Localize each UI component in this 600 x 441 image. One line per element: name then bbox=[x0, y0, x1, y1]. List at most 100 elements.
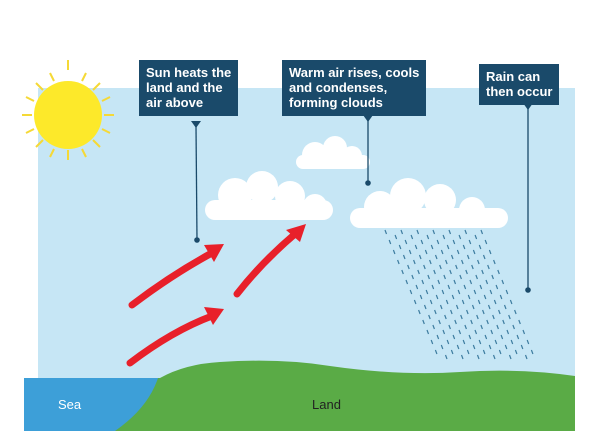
arrowhead-lower-icon bbox=[204, 307, 224, 325]
rain-drop bbox=[495, 284, 499, 290]
rain-drop bbox=[493, 299, 497, 305]
rain-drop bbox=[445, 299, 449, 305]
rain-drop bbox=[524, 354, 528, 360]
rain-drop bbox=[469, 279, 473, 285]
rain-drop bbox=[498, 349, 502, 355]
rain-callout-line: then occur bbox=[486, 84, 553, 99]
rain-drop bbox=[499, 294, 503, 300]
rain-drop bbox=[462, 244, 466, 250]
rain-drop bbox=[470, 319, 473, 325]
rain-drop bbox=[453, 279, 457, 285]
rain-drop bbox=[449, 269, 452, 275]
rain-drop bbox=[440, 344, 444, 350]
rain-drop bbox=[417, 269, 420, 275]
sun-icon bbox=[22, 60, 114, 160]
rain-callout-line: Rain can bbox=[486, 69, 541, 84]
rain-drop bbox=[520, 344, 524, 350]
rain-drop bbox=[421, 279, 425, 285]
rain-drop bbox=[479, 284, 483, 290]
rain-drop bbox=[459, 274, 462, 280]
rain-drop bbox=[458, 329, 462, 335]
rain-drop bbox=[455, 304, 459, 310]
rain-drop bbox=[446, 244, 450, 250]
rain-drop bbox=[467, 294, 471, 300]
rain-drop bbox=[514, 309, 517, 315]
rain-drop bbox=[397, 259, 400, 265]
rain-drop bbox=[432, 324, 435, 330]
rain-drop bbox=[434, 254, 438, 260]
rain-drop bbox=[436, 239, 440, 245]
rain-drop bbox=[405, 279, 409, 285]
rain-drop bbox=[442, 234, 446, 240]
rain-drop bbox=[456, 249, 460, 255]
rain-drop bbox=[471, 304, 475, 310]
rain-drop bbox=[456, 344, 460, 350]
sky-background bbox=[38, 88, 575, 378]
warm-air-callout: Warm air rises, cools and condenses, for… bbox=[282, 60, 427, 116]
rain-drop bbox=[454, 319, 457, 325]
rain-drop bbox=[478, 244, 482, 250]
rain-drop bbox=[498, 309, 501, 315]
rain-drop bbox=[509, 299, 513, 305]
rain-drop bbox=[439, 304, 443, 310]
rain-drop bbox=[476, 314, 479, 320]
rain-drop bbox=[438, 319, 441, 325]
rain-drop bbox=[487, 264, 490, 270]
rain-drop bbox=[492, 354, 496, 360]
rain-drop bbox=[444, 354, 448, 360]
rain-drop bbox=[488, 344, 492, 350]
rising-warm-air-arrows bbox=[126, 230, 299, 367]
rain-drop bbox=[423, 264, 426, 270]
rain-drop bbox=[466, 349, 470, 355]
land-area bbox=[24, 360, 575, 431]
sun-callout-pointer bbox=[195, 125, 198, 241]
rain-drop bbox=[384, 229, 388, 235]
rain-drop bbox=[404, 239, 408, 245]
rain-drop bbox=[476, 354, 480, 360]
rain-drop bbox=[422, 319, 425, 325]
rain-drop bbox=[398, 244, 402, 250]
rain-drop bbox=[487, 304, 491, 310]
rain-drop bbox=[413, 299, 417, 305]
rain-drop bbox=[388, 239, 392, 245]
rain-drop bbox=[430, 339, 434, 345]
rain-drop bbox=[488, 249, 492, 255]
land-label: Land bbox=[312, 397, 341, 412]
rain-drop bbox=[475, 274, 478, 280]
arrow-middle-icon bbox=[233, 230, 299, 298]
rain-drop bbox=[441, 289, 445, 295]
rain-drop bbox=[452, 239, 456, 245]
rain-drop bbox=[463, 284, 467, 290]
rain-drop bbox=[437, 279, 441, 285]
rain-drop bbox=[450, 309, 453, 315]
rain-drop bbox=[450, 349, 454, 355]
rain-drop bbox=[480, 229, 484, 235]
rain-drop bbox=[420, 239, 424, 245]
rain-drop bbox=[394, 234, 398, 240]
rain-drop bbox=[432, 229, 436, 235]
rain-callout: Rain can then occur bbox=[479, 64, 560, 105]
rain-drop bbox=[434, 309, 437, 315]
rain-drop bbox=[481, 269, 484, 275]
rain-drop bbox=[413, 259, 416, 265]
rain-drop bbox=[468, 239, 472, 245]
rain-drop bbox=[506, 329, 510, 335]
sun-heats-callout-line: Sun heats the bbox=[146, 65, 232, 80]
rain-drop bbox=[526, 339, 530, 345]
arrowhead-middle-icon bbox=[286, 224, 306, 242]
rain-drop bbox=[426, 234, 430, 240]
rain-drop bbox=[444, 314, 447, 320]
rain-drop bbox=[492, 314, 495, 320]
rain-drop bbox=[400, 229, 404, 235]
rain-drop bbox=[419, 294, 423, 300]
warm-air-callout-line: forming clouds bbox=[289, 95, 383, 110]
rain-drop bbox=[482, 254, 486, 260]
rain-drop bbox=[482, 309, 485, 315]
rain-drop bbox=[431, 284, 435, 290]
rain-drop bbox=[494, 339, 498, 345]
rain-drop bbox=[518, 319, 521, 325]
rain-drop bbox=[461, 259, 464, 265]
sun-heats-callout-line: air above bbox=[146, 95, 204, 110]
rain-drop bbox=[516, 334, 520, 340]
